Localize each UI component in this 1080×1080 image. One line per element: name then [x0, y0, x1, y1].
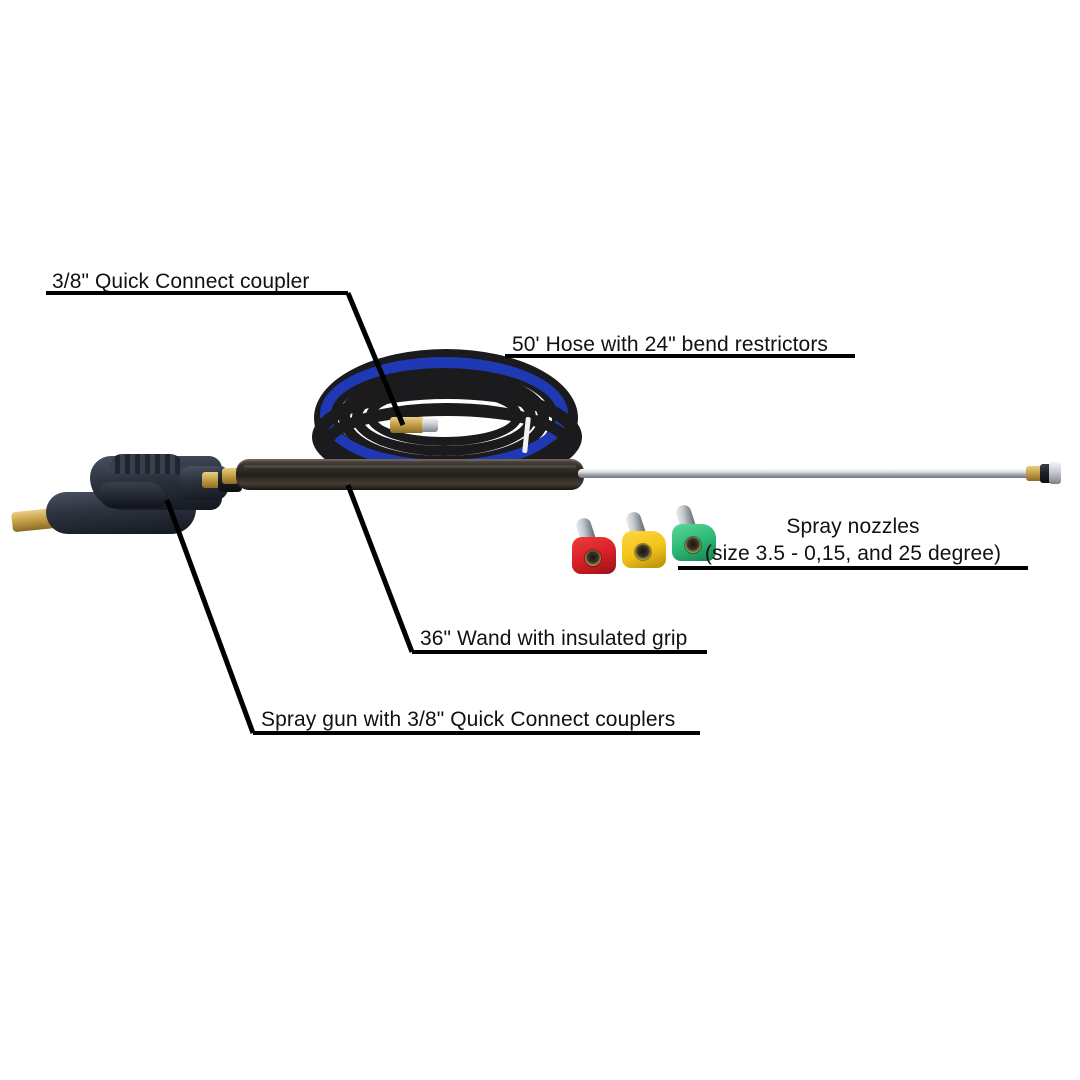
- steel-lance: [578, 469, 1036, 478]
- nozzle-yellow: [622, 510, 666, 568]
- callout-spray-gun: Spray gun with 3/8" Quick Connect couple…: [261, 708, 676, 731]
- nozzle-orifice: [585, 550, 601, 566]
- callout-spray-nozzles-rule: [678, 566, 1028, 570]
- leader-wand: [345, 484, 415, 653]
- callout-wand: 36" Wand with insulated grip: [420, 627, 688, 650]
- callout-spray-nozzles-line2: (size 3.5 - 0,15, and 25 degree): [704, 542, 1002, 566]
- callout-spray-nozzles-line1: Spray nozzles: [786, 515, 920, 538]
- lance-tip: [1049, 462, 1061, 484]
- gun-outlet-brass: [202, 472, 222, 488]
- gun-trigger[interactable]: [100, 482, 166, 508]
- callout-hose-rule: [505, 354, 855, 358]
- nozzle-red: [572, 516, 616, 574]
- wand-insulated-grip: [236, 459, 584, 490]
- nozzle-orifice: [635, 544, 651, 560]
- callout-quick-connect-coupler: 3/8" Quick Connect coupler: [52, 270, 310, 293]
- spray-gun: [4, 452, 244, 544]
- hose-brass-coupler: [390, 417, 424, 433]
- nozzle-orifice: [685, 537, 701, 553]
- nozzle-green: [672, 503, 716, 561]
- callout-quick-connect-coupler-rule: [46, 291, 348, 295]
- callout-spray-nozzles: Spray nozzles (size 3.5 - 0,15, and 25 d…: [678, 513, 1028, 568]
- callout-spray-gun-rule: [253, 731, 700, 735]
- callout-hose: 50' Hose with 24" bend restrictors: [512, 333, 829, 356]
- hose-coil: [312, 345, 582, 489]
- hose-coupler-nut: [422, 418, 438, 432]
- wand-inlet-brass: [222, 468, 238, 484]
- callout-wand-rule: [412, 650, 707, 654]
- gun-top-ridges: [110, 454, 184, 474]
